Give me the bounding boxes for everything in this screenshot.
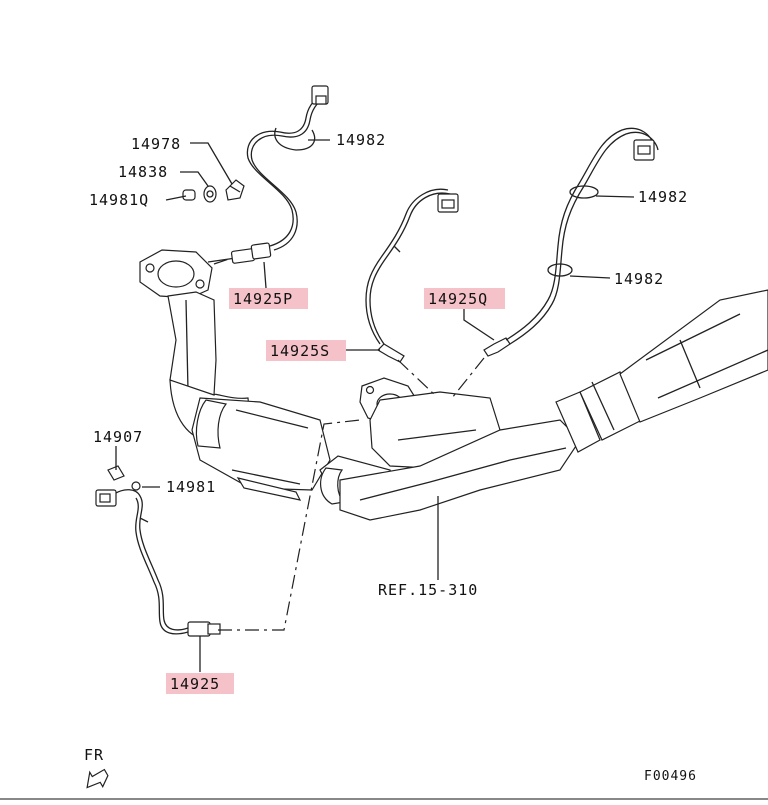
sensor-14925s[interactable] (365, 188, 459, 363)
label-14982-right-upper[interactable]: 14982 (638, 188, 688, 206)
highlight-14925p (229, 288, 308, 309)
label-14907[interactable]: 14907 (93, 428, 143, 446)
highlight-14925s (266, 340, 346, 361)
highlight-14925 (166, 673, 234, 694)
label-14978[interactable]: 14978 (131, 135, 181, 153)
label-14982-top[interactable]: 14982 (336, 131, 386, 149)
label-14981[interactable]: 14981 (166, 478, 216, 496)
highlight-14925q (424, 288, 505, 309)
leader-lines (115, 139, 635, 672)
label-14981q[interactable]: 14981Q (89, 191, 149, 209)
sensor-14925q[interactable] (483, 127, 659, 357)
label-14925q[interactable]: 14925Q (428, 290, 488, 308)
label-14925s[interactable]: 14925S (270, 342, 330, 360)
label-14925[interactable]: 14925 (170, 675, 220, 693)
label-14838[interactable]: 14838 (118, 163, 168, 181)
part-labels: 14978 14838 14981Q 14982 14982 14982 149… (89, 131, 688, 694)
label-14925p[interactable]: 14925P (233, 290, 293, 308)
footer: FR F00496 (84, 746, 697, 789)
front-arrow-icon (86, 768, 109, 789)
label-ref-15-310[interactable]: REF.15-310 (378, 581, 478, 599)
figure-code: F00496 (644, 769, 697, 784)
sensor-14925p[interactable] (207, 85, 329, 264)
bracket-hardware[interactable] (182, 179, 245, 203)
front-direction-label: FR (84, 746, 104, 764)
connection-lines (213, 257, 485, 631)
exhaust-pipe-assembly (139, 249, 768, 521)
label-14982-right-lower[interactable]: 14982 (614, 270, 664, 288)
sensor-14925[interactable] (95, 465, 221, 637)
